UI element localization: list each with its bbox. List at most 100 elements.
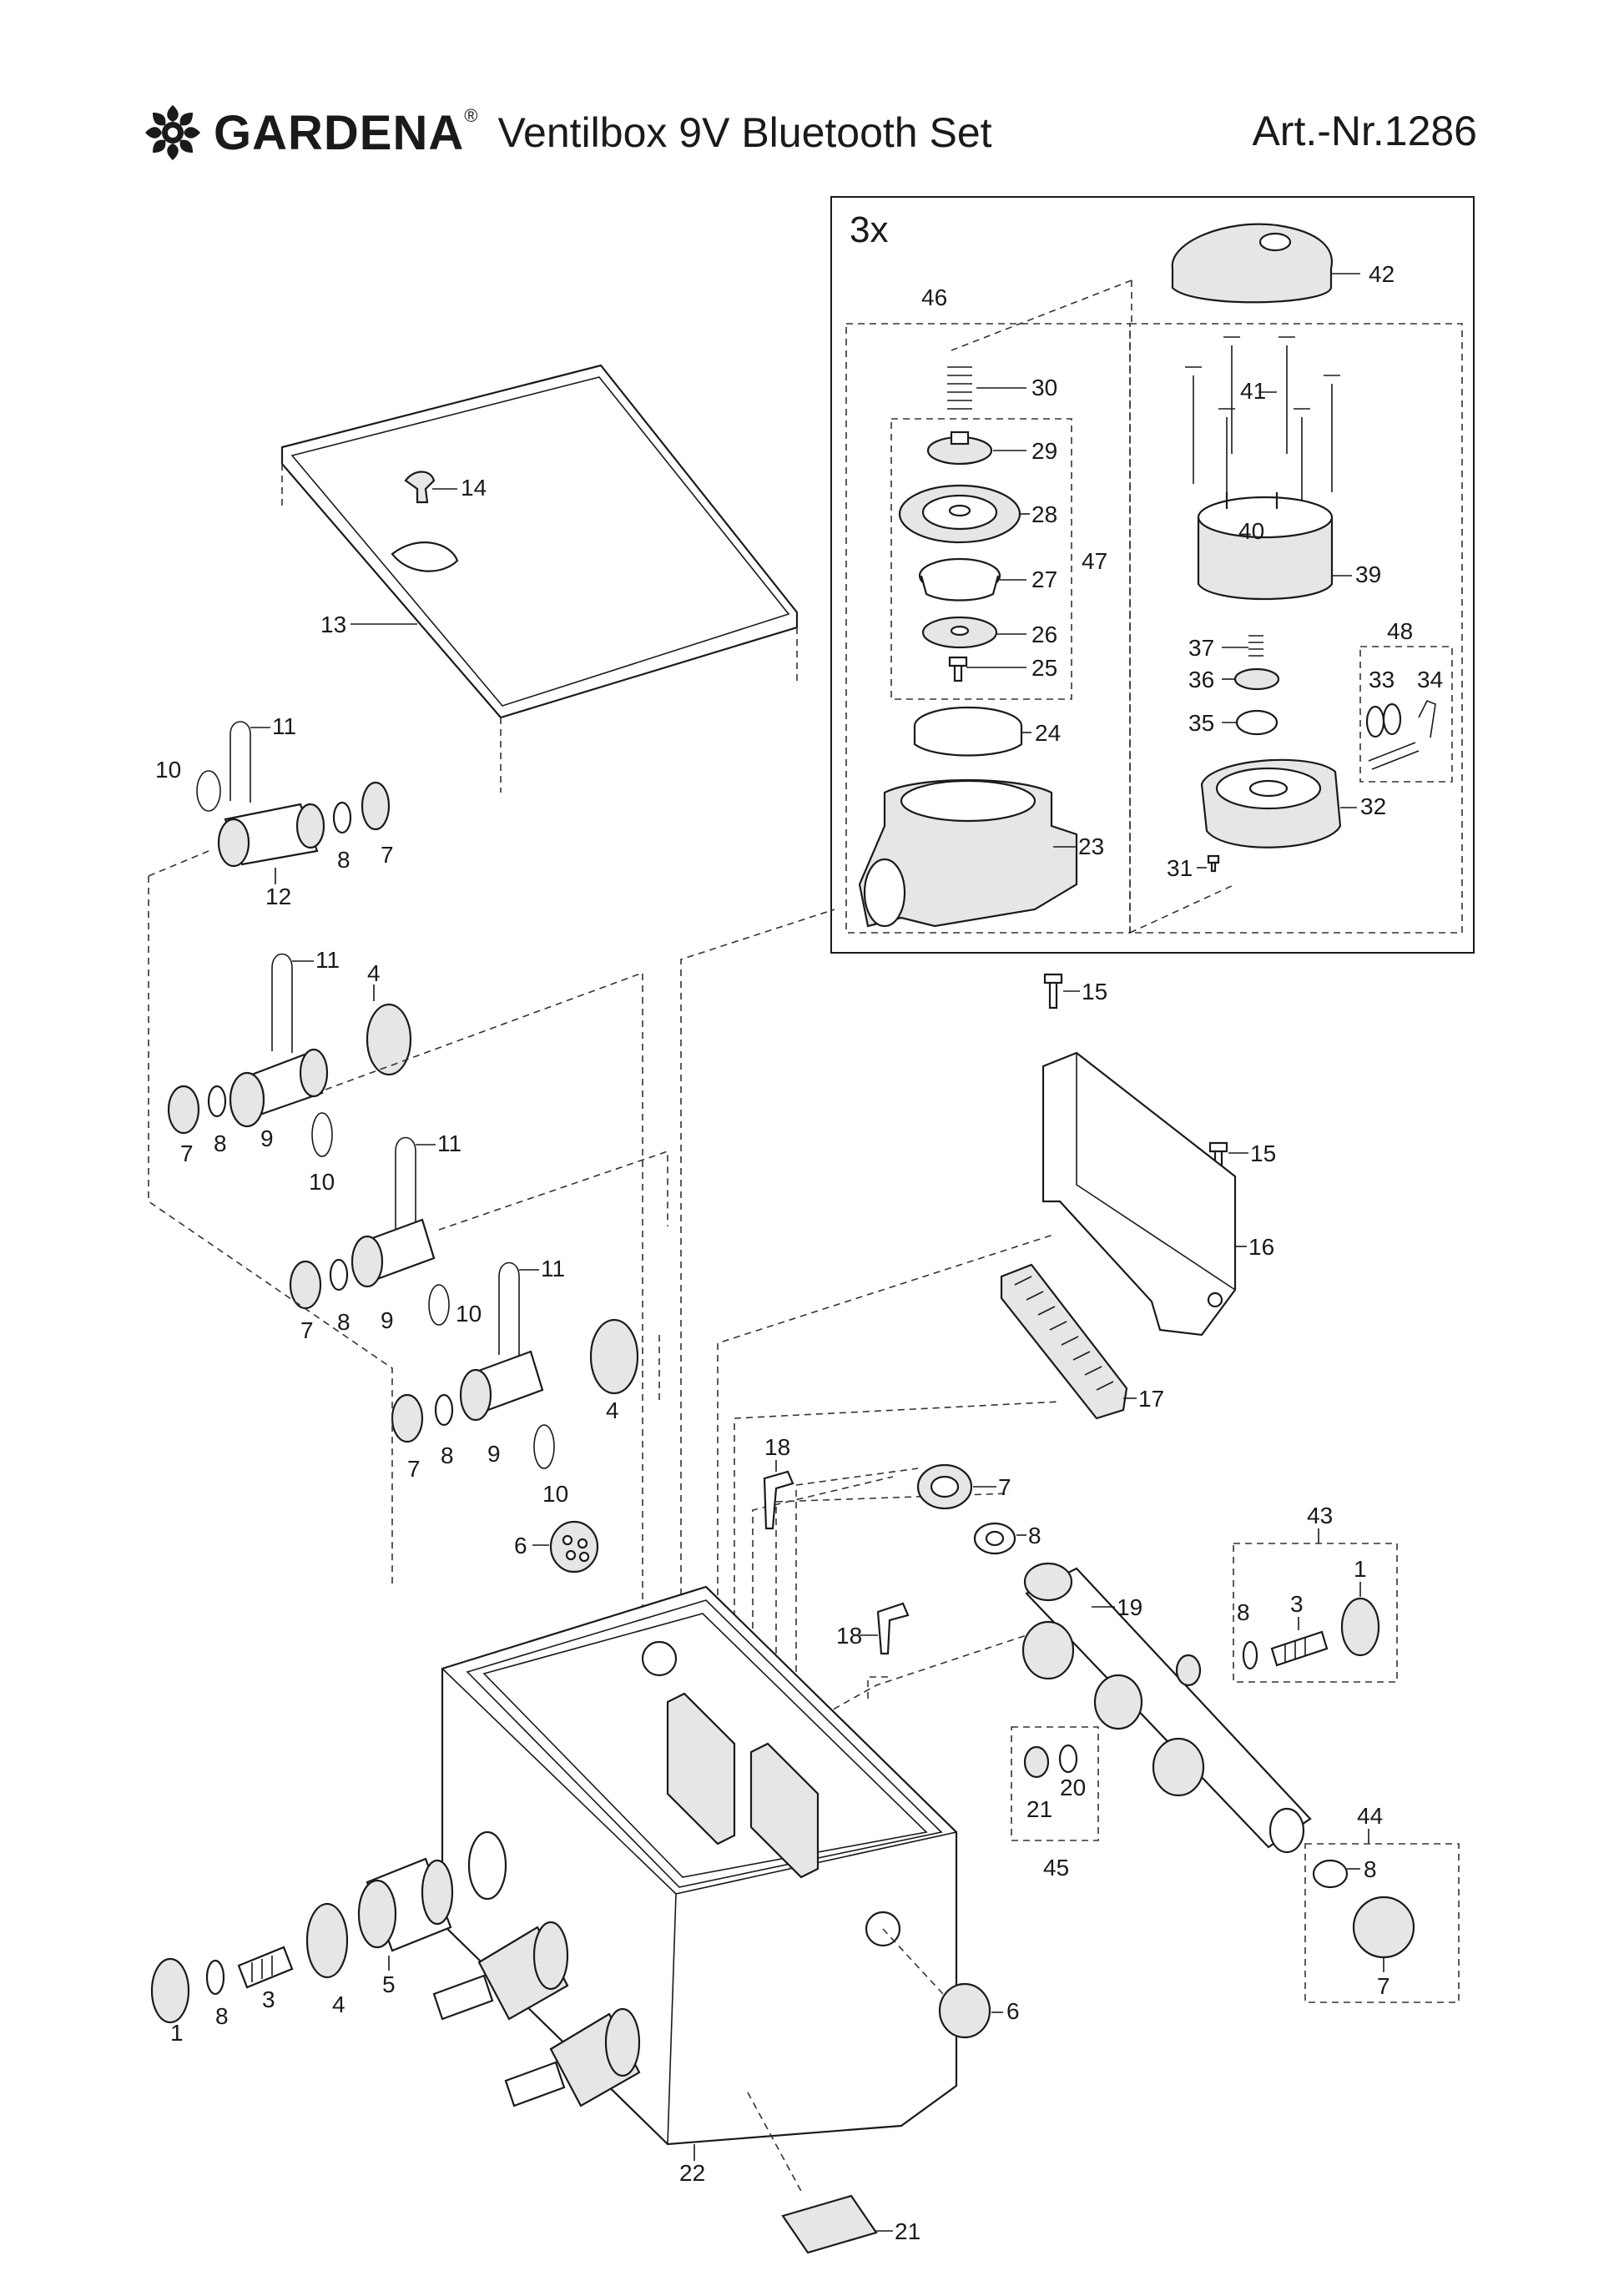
brand-name: GARDENA (214, 105, 465, 160)
label-1-a: 1 (1354, 1556, 1367, 1582)
label-19: 19 (1117, 1594, 1142, 1620)
label-11-d: 11 (541, 1256, 565, 1281)
inset-frame (830, 196, 1475, 954)
label-34: 33 (1369, 667, 1395, 692)
label-8-b: 8 (214, 1130, 227, 1156)
part-31-spring (947, 366, 1026, 410)
label-8-front: 8 (215, 2003, 229, 2029)
label-36: 35 (1188, 710, 1214, 736)
part-14-latch (404, 471, 457, 504)
part-25-retaining-ring (913, 706, 1031, 757)
part-42-cover-cap (1171, 223, 1360, 304)
part-37-plunger (1222, 667, 1280, 691)
part-4-nut-b (366, 984, 412, 1076)
label-40: 40 (1238, 518, 1264, 544)
inset-multiplier: 3x (850, 209, 888, 250)
label-35: 34 (1417, 667, 1443, 692)
label-41: 41 (1240, 378, 1266, 404)
label-1-front: 1 (170, 2020, 184, 2046)
label-30: 29 (1031, 438, 1057, 464)
label-37: 36 (1188, 667, 1214, 692)
part-10-oring-b (311, 1112, 333, 1157)
part-8-washer-e (973, 1522, 1026, 1555)
label-48: 48 (1387, 618, 1413, 644)
label-13: 13 (320, 612, 346, 637)
part-18-clip-b (860, 1602, 910, 1655)
part-15-screw-a (1043, 973, 1080, 1010)
label-9-d: 9 (487, 1441, 501, 1467)
label-39: 39 (1355, 561, 1381, 587)
part-4-nut-front (305, 1902, 349, 1979)
group-45-frame (1011, 1726, 1099, 1841)
part-11-clip-c (395, 1136, 436, 1231)
label-43: 43 (1307, 1503, 1333, 1528)
part-10-oring-d (533, 1424, 555, 1469)
part-36-disc (1222, 709, 1279, 736)
part-27-valve-disc (921, 616, 1026, 649)
group-44-frame (1304, 1843, 1460, 2003)
part-39-actuator-housing (1197, 492, 1352, 601)
part-16-battery-holder (1041, 1051, 1247, 1337)
label-25: 24 (1035, 720, 1061, 746)
label-15-a: 15 (1082, 979, 1107, 1004)
label-10-c: 10 (456, 1301, 482, 1327)
group-43-frame (1233, 1543, 1398, 1683)
label-5: 5 (382, 1971, 396, 1997)
part-32-screw (1197, 854, 1220, 873)
part-6-plug-a (532, 1520, 599, 1573)
group-actuator-frame (1129, 323, 1463, 934)
page-header: GARDENA ® Ventilbox 9V Bluetooth Set Art… (0, 0, 1624, 192)
label-8-f: 8 (1237, 1599, 1250, 1625)
part-4-nut-d (589, 1318, 639, 1395)
part-1-nut-a (1340, 1582, 1380, 1657)
part-38-spring (1222, 635, 1263, 657)
part-29-diaphragm (898, 484, 1030, 544)
part-8-washer-f (1242, 1640, 1258, 1670)
part-41-screws (1185, 336, 1340, 517)
part-17-terminal-block (1000, 1263, 1137, 1420)
product-title: Ventilbox 9V Bluetooth Set (497, 109, 992, 156)
part-11-clip-a (229, 721, 270, 803)
label-4-d: 4 (606, 1397, 619, 1423)
label-18-a: 18 (764, 1434, 790, 1460)
label-8-g: 8 (1364, 1856, 1377, 1882)
label-10-d: 10 (542, 1481, 568, 1507)
part-10-oring-a (196, 770, 221, 812)
part-7-nut-a (361, 781, 391, 831)
part-8-washer-b (207, 1085, 227, 1118)
label-3-a: 3 (1290, 1591, 1304, 1617)
label-7-a: 7 (381, 842, 394, 868)
part-18-clip-a (763, 1460, 794, 1530)
part-23-box-housing (441, 1585, 958, 2161)
label-22: 21 (895, 2218, 920, 2244)
part-1-nut-front (150, 1957, 190, 2024)
label-8-a: 8 (337, 847, 351, 873)
label-8-e: 8 (1028, 1523, 1041, 1548)
registered-mark: ® (464, 105, 478, 126)
part-33-actuator-base (1200, 758, 1357, 848)
label-9-c: 9 (381, 1307, 394, 1333)
label-31: 30 (1031, 375, 1057, 400)
part-24-valve-body (858, 778, 1078, 928)
article-number: Art.-Nr.1286 (1252, 108, 1477, 154)
label-28: 27 (1031, 566, 1057, 592)
part-number-labels: 42 46 30 29 28 27 26 25 47 24 23 41 40 3… (155, 261, 1443, 2244)
label-10-b: 10 (309, 1169, 335, 1195)
part-8-washer-front (205, 1959, 225, 1996)
label-7-d: 7 (407, 1456, 421, 1482)
part-9-fitting-c (351, 1218, 436, 1288)
part-7-nut-d (391, 1393, 424, 1443)
label-11-c: 11 (437, 1130, 461, 1156)
label-45: 45 (1043, 1855, 1069, 1881)
label-12: 12 (265, 884, 291, 909)
part-28-ring (918, 557, 1026, 602)
label-18-b: 18 (836, 1623, 862, 1649)
label-17: 17 (1138, 1386, 1164, 1412)
part-9-fitting-d (459, 1350, 544, 1422)
part-7-nut-b (167, 1085, 200, 1135)
part-30-plunger (926, 430, 1026, 466)
label-8-d: 8 (441, 1443, 454, 1468)
part-8-washer-g (1312, 1859, 1360, 1889)
label-32: 31 (1167, 855, 1193, 881)
